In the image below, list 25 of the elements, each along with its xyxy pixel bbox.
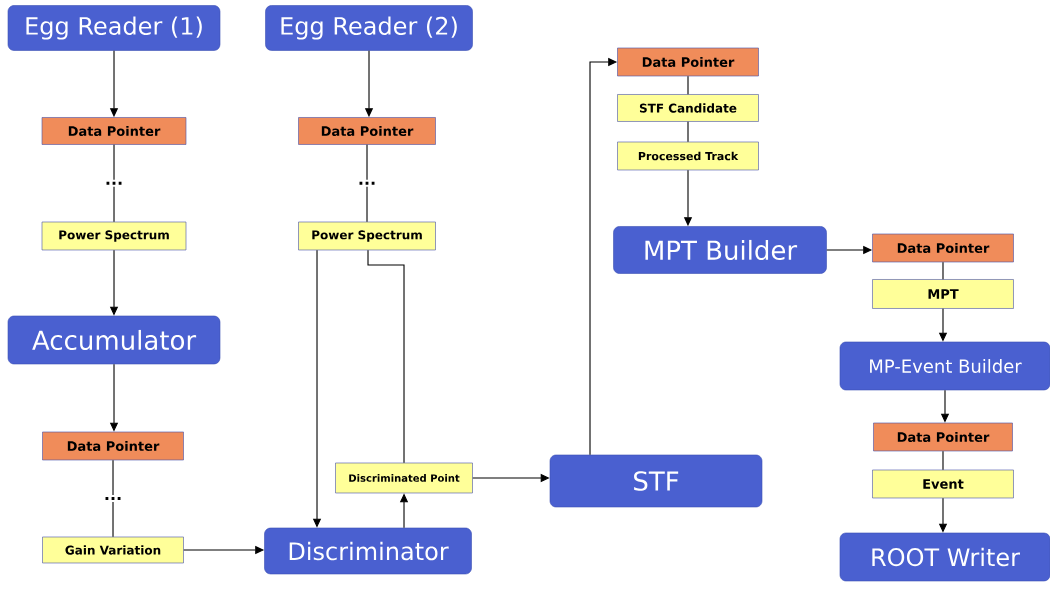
- data-box: STF Candidate: [617, 94, 759, 122]
- pointer-box: Data Pointer: [298, 117, 436, 145]
- module-box: Discriminator: [264, 527, 472, 575]
- data-box: Discriminated Point: [335, 462, 473, 494]
- pointer-box: Data Pointer: [617, 47, 759, 77]
- edge-label: ...: [102, 179, 126, 187]
- module-box: STF: [549, 454, 763, 508]
- pointer-box: Data Pointer: [42, 431, 184, 461]
- module-box: MPT Builder: [613, 226, 827, 274]
- data-box: Power Spectrum: [41, 221, 187, 251]
- module-box: Accumulator: [7, 315, 221, 365]
- data-box: Power Spectrum: [298, 221, 436, 251]
- pointer-box: Data Pointer: [872, 233, 1014, 263]
- pointer-box: Data Pointer: [873, 422, 1013, 452]
- edge-label: ...: [101, 495, 125, 502]
- module-box: Egg Reader (2): [265, 5, 473, 51]
- data-box: Gain Variation: [42, 536, 184, 564]
- edge-label: ...: [355, 179, 379, 187]
- data-box: Event: [872, 469, 1014, 499]
- pointer-box: Data Pointer: [41, 117, 187, 145]
- module-box: MP-Event Builder: [839, 341, 1050, 391]
- module-box: Egg Reader (1): [7, 5, 221, 51]
- data-box: Processed Track: [617, 141, 759, 171]
- module-box: ROOT Writer: [839, 532, 1050, 582]
- data-box: MPT: [872, 279, 1014, 309]
